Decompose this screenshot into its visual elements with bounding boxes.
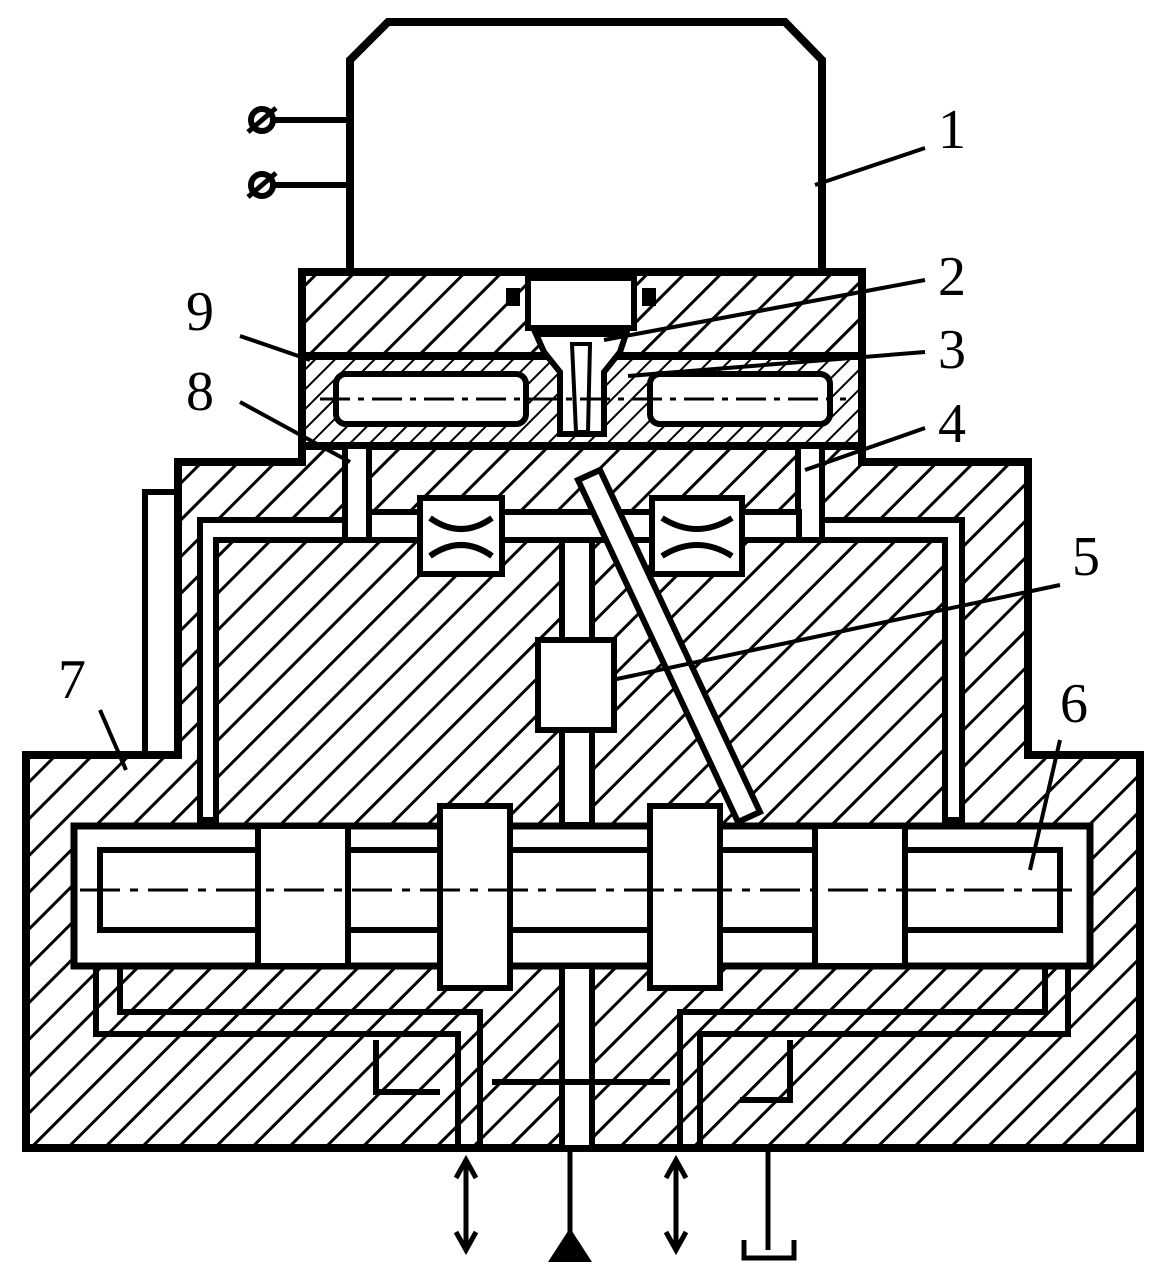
label-part-7: 7 bbox=[58, 649, 86, 711]
bidirectional-arrow-icon bbox=[453, 1154, 479, 1256]
label-part-9: 9 bbox=[186, 281, 214, 343]
port-channels bbox=[93, 963, 1071, 1151]
bidirectional-arrow-icon bbox=[663, 1154, 689, 1256]
part-labels: 1 2 3 4 5 6 7 8 9 bbox=[58, 99, 1100, 735]
label-part-2: 2 bbox=[938, 246, 966, 308]
supply-pressure-icon bbox=[548, 1150, 592, 1262]
torque-motor bbox=[246, 18, 826, 272]
leader-lines bbox=[98, 146, 1062, 871]
fixed-orifice-left bbox=[417, 495, 505, 577]
fixed-orifice-right bbox=[649, 495, 745, 577]
port-arrows bbox=[453, 1150, 797, 1262]
terminal-icon bbox=[246, 106, 278, 134]
terminal-icon bbox=[246, 171, 278, 199]
main-spool bbox=[70, 803, 1094, 991]
label-part-3: 3 bbox=[938, 319, 966, 381]
label-part-6: 6 bbox=[1060, 673, 1088, 735]
label-part-5: 5 bbox=[1072, 526, 1100, 588]
label-part-1: 1 bbox=[938, 99, 966, 161]
tank-return-icon bbox=[741, 1150, 797, 1261]
label-part-4: 4 bbox=[938, 393, 966, 455]
label-part-8: 8 bbox=[186, 361, 214, 423]
